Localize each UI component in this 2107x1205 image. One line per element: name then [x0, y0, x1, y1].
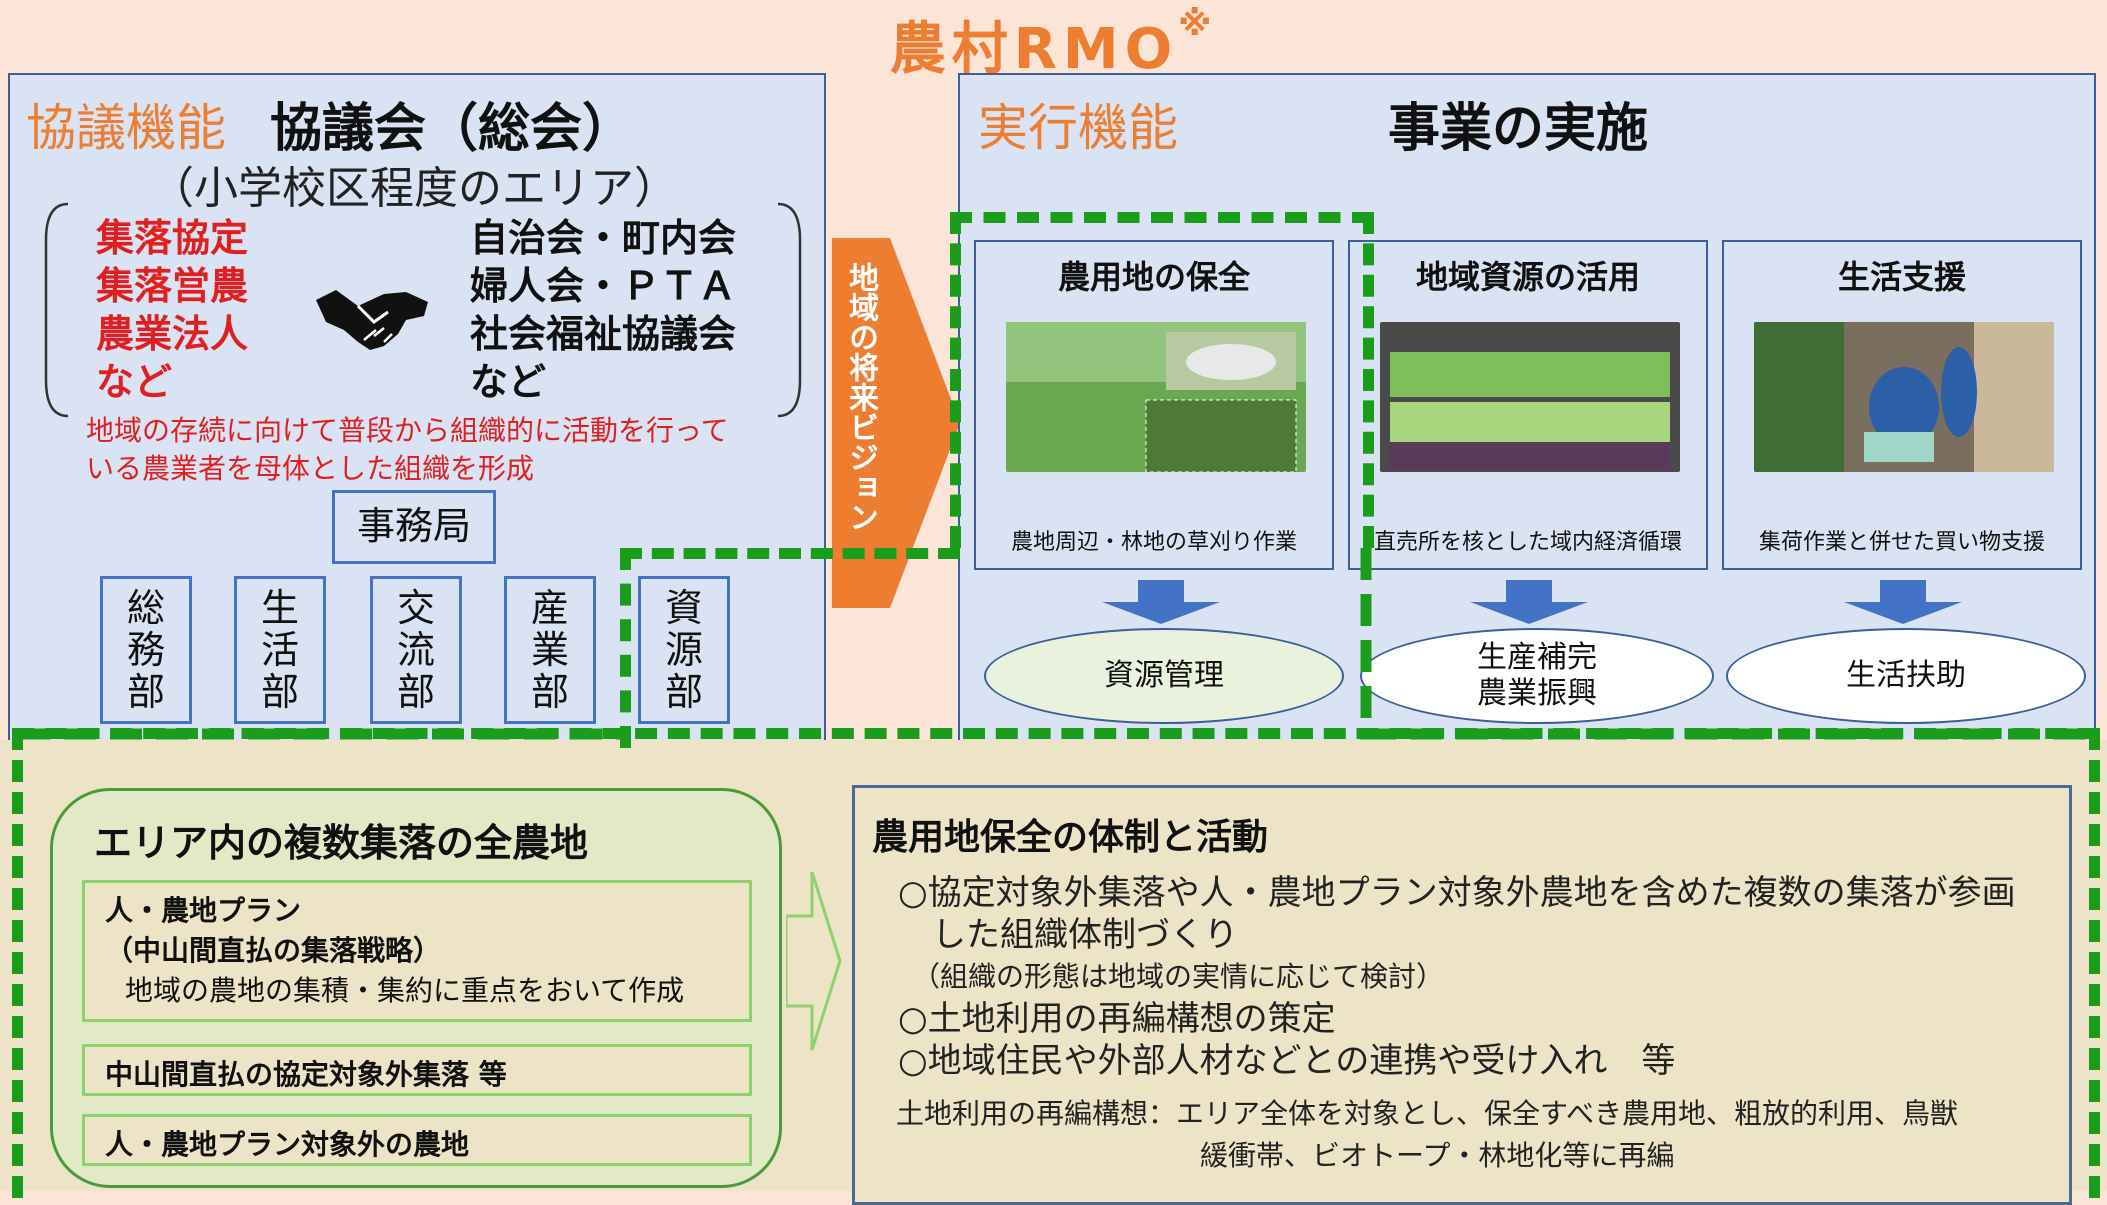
all-farmland-heading: エリア内の複数集落の全農地: [94, 821, 589, 865]
department-industry: 産 業 部: [504, 576, 596, 724]
plan-line: 地域の農地の集積・集約に重点をおいて作成: [125, 974, 685, 1007]
department-exchange: 交 流 部: [370, 576, 462, 724]
scope-dash-upper: [950, 212, 1374, 548]
mowing-photo: [1006, 322, 1306, 472]
member-item: など: [470, 360, 547, 404]
vision-arrow: [832, 238, 960, 608]
organization-note: 地域の存続に向けて普段から組織的に活動を行って いる農業者を母体とした組織を形成: [86, 412, 729, 488]
right-members: 自治会・町内会 婦人会・ＰＴＡ 社会福祉協議会 など: [470, 214, 736, 406]
department-living: 生 活 部: [234, 576, 326, 724]
secretariat-box: 事務局: [332, 490, 496, 564]
member-item: 集落協定: [96, 216, 249, 260]
section-caption: 集荷作業と併せた買い物支援: [1758, 530, 2045, 555]
activity-item: （組織の形態は地域の実情に応じて検討）: [898, 960, 1445, 993]
member-item: 農業法人: [96, 312, 249, 356]
activity-item: ○地域住民や外部人材などとの連携や受け入れ 等: [898, 1041, 1676, 1081]
section-caption: 農地周辺・林地の草刈り作業: [1010, 530, 1297, 555]
outcome-resource-management: 資源管理: [984, 628, 1344, 724]
section-farmland-conservation: 農用地の保全 農地周辺・林地の草刈り作業: [974, 240, 1334, 570]
note-label: 土地利用の再編構想：: [896, 1097, 1177, 1130]
page-title: 農村RMO※: [0, 4, 2107, 85]
box-label: 人・農地プラン対象外の農地: [105, 1128, 470, 1161]
outcome-life-assistance: 生活扶助: [1726, 628, 2086, 724]
shopping-support-photo: [1754, 322, 2054, 472]
scope-dash-lower: [12, 728, 2100, 1198]
member-item: 集落営農: [96, 264, 249, 308]
plan-line: 人・農地プラン: [105, 894, 302, 927]
council-heading: 協議会（総会）: [270, 99, 635, 159]
deliberation-function-label: 協議機能: [26, 99, 226, 157]
note-line: 地域の存続に向けて普段から組織的に活動を行って: [86, 414, 729, 447]
member-item: など: [96, 360, 173, 404]
handshake-icon: [316, 290, 428, 350]
title-mark: ※: [1178, 4, 1218, 44]
outcome-production-promotion: 生産補完 農業振興: [1360, 628, 1714, 724]
member-item: 自治会・町内会: [470, 216, 737, 260]
scope-dash-resource-dept: [620, 548, 960, 748]
section-heading: 生活支援: [1837, 258, 1966, 296]
direct-sales-photo: [1380, 322, 1680, 472]
right-arrow-icon: [786, 871, 842, 1051]
section-caption: 直売所を核とした域内経済循環: [1373, 530, 1682, 555]
department-general-affairs: 総 務 部: [100, 576, 192, 724]
execution-function-label: 実行機能: [978, 99, 1178, 157]
left-members: 集落協定 集落営農 農業法人 など: [96, 214, 248, 406]
activities-heading: 農用地保全の体制と活動: [872, 817, 1269, 858]
plan-line: （中山間直払の集落戦略）: [105, 934, 442, 967]
down-arrow-icon: [1102, 580, 1220, 624]
down-arrow-icon: [1844, 580, 1962, 624]
section-local-resources: 地域資源の活用 直売所を核とした域内経済循環: [1348, 240, 1708, 570]
vision-arrow-label: 地域の将来ビジョン: [843, 262, 878, 532]
farmland-conservation-activities-panel: [852, 785, 2072, 1205]
section-heading: 農用地の保全: [1057, 258, 1250, 296]
execution-heading: 事業の実施: [1388, 99, 1649, 159]
member-item: 社会福祉協議会: [470, 312, 737, 356]
non-target-villages-box: 中山間直払の協定対象外集落 等: [82, 1044, 752, 1096]
member-item: 婦人会・ＰＴＡ: [470, 264, 737, 308]
down-arrow-icon: [1470, 580, 1588, 624]
member-brackets: [44, 202, 802, 418]
note-text: エリア全体を対象とし、保全すべき農用地、粗放的利用、鳥獣: [1176, 1097, 1959, 1130]
section-life-support: 生活支援 集荷作業と併せた買い物支援: [1722, 240, 2082, 570]
restructuring-note-cont: 緩衝帯、ビオトープ・林地化等に再編: [1200, 1139, 1675, 1172]
area-note: （小学校区程度のエリア）: [150, 163, 678, 214]
note-line: いる農業者を母体とした組織を形成: [86, 452, 535, 485]
activity-item: ○土地利用の再編構想の策定: [898, 999, 1336, 1039]
non-target-farmland-box: 人・農地プラン対象外の農地: [82, 1114, 752, 1166]
department-resources: 資 源 部: [638, 576, 730, 724]
section-heading: 地域資源の活用: [1415, 258, 1640, 296]
farmland-plan-box: 人・農地プラン （中山間直払の集落戦略） 地域の農地の集積・集約に重点をおいて作…: [82, 880, 752, 1022]
title-text: 農村RMO: [889, 17, 1179, 82]
activities-list: ○協定対象外集落や人・農地プラン対象外農地を含めた複数の集落が参画 した組織体制…: [898, 872, 2038, 1082]
activity-item: ○協定対象外集落や人・農地プラン対象外農地を含めた複数の集落が参画: [898, 873, 2016, 913]
secretariat-label: 事務局: [356, 504, 471, 548]
restructuring-note: 土地利用の再編構想：エリア全体を対象とし、保全すべき農用地、粗放的利用、鳥獣: [896, 1094, 1958, 1134]
activity-item: した組織体制づくり: [898, 915, 1238, 955]
box-label: 中山間直払の協定対象外集落 等: [105, 1058, 507, 1091]
